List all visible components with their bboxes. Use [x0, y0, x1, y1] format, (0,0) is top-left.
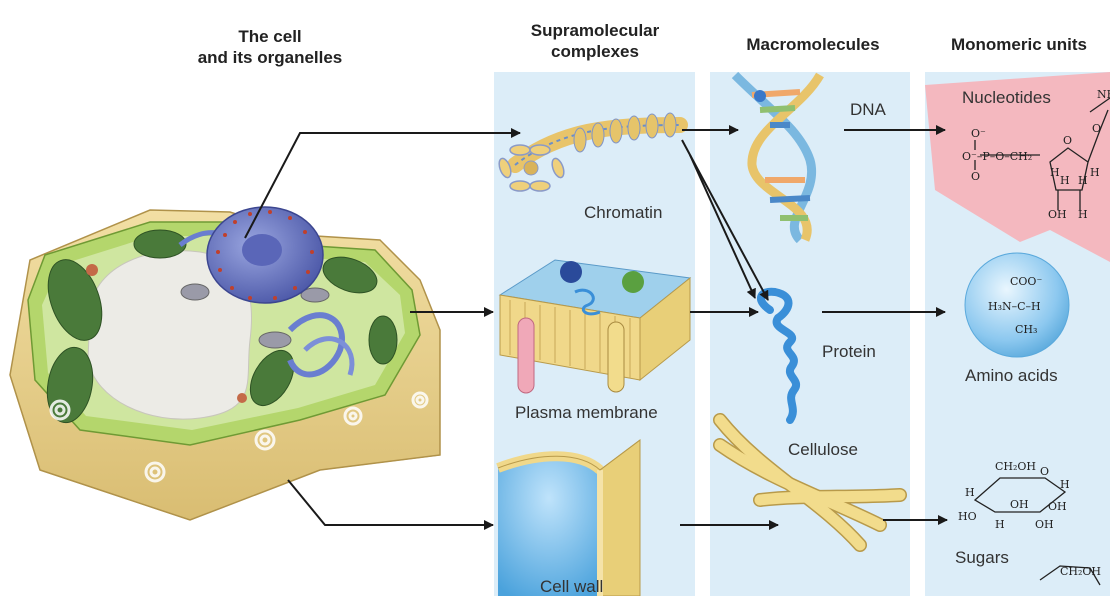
svg-text:H: H — [1078, 174, 1088, 187]
header-cell-line2: and its organelles — [150, 47, 390, 68]
svg-text:COO⁻: COO⁻ — [1010, 275, 1042, 288]
svg-text:CH₂OH: CH₂OH — [995, 460, 1036, 473]
label-cell-wall: Cell wall — [540, 577, 603, 597]
svg-text:OH: OH — [1048, 500, 1067, 513]
header-supramolecular: Supramolecular complexes — [510, 20, 680, 62]
svg-text:H: H — [1050, 166, 1060, 179]
label-nucleotides: Nucleotides — [962, 88, 1051, 108]
svg-text:HO: HO — [958, 510, 977, 523]
header-monomeric: Monomeric units — [928, 34, 1110, 55]
svg-text:OH: OH — [1048, 208, 1067, 221]
header-cell-line1: The cell — [150, 26, 390, 47]
label-cellulose: Cellulose — [788, 440, 858, 460]
svg-text:CH₃: CH₃ — [1015, 323, 1037, 336]
label-sugars: Sugars — [955, 548, 1009, 568]
header-mono-line1: Monomeric units — [928, 34, 1110, 55]
svg-text:O⁻: O⁻ — [971, 127, 986, 140]
svg-text:H: H — [1090, 166, 1100, 179]
header-supra-line2: complexes — [510, 41, 680, 62]
svg-text:CH₂OH: CH₂OH — [1060, 565, 1101, 578]
svg-text:NH: NH — [1097, 88, 1110, 101]
svg-text:O: O — [971, 170, 980, 183]
label-chromatin: Chromatin — [584, 203, 662, 223]
arrow-cell-to-cellwall — [288, 480, 493, 525]
svg-text:H: H — [1078, 208, 1088, 221]
header-macro-line1: Macromolecules — [718, 34, 908, 55]
svg-text:H: H — [965, 486, 975, 499]
header-macromolecules: Macromolecules — [718, 34, 908, 55]
svg-text:H: H — [1060, 478, 1070, 491]
svg-text:H: H — [995, 518, 1005, 531]
svg-text:O: O — [1063, 134, 1072, 147]
label-plasma-membrane: Plasma membrane — [515, 403, 658, 423]
svg-text:O: O — [1092, 122, 1101, 135]
svg-text:H₃N–C–H: H₃N–C–H — [988, 300, 1041, 313]
label-amino-acids: Amino acids — [965, 366, 1058, 386]
header-supra-line1: Supramolecular — [510, 20, 680, 41]
cell-illustration — [10, 207, 440, 520]
svg-text:O: O — [1040, 465, 1049, 478]
svg-text:O⁻–P–O–CH₂: O⁻–P–O–CH₂ — [962, 150, 1032, 163]
label-protein: Protein — [822, 342, 876, 362]
label-dna: DNA — [850, 100, 886, 120]
cell-wall-illustration — [498, 440, 640, 596]
header-cell: The cell and its organelles — [150, 26, 390, 68]
svg-text:H: H — [1060, 174, 1070, 187]
svg-text:OH: OH — [1035, 518, 1054, 531]
svg-text:OH: OH — [1010, 498, 1029, 511]
